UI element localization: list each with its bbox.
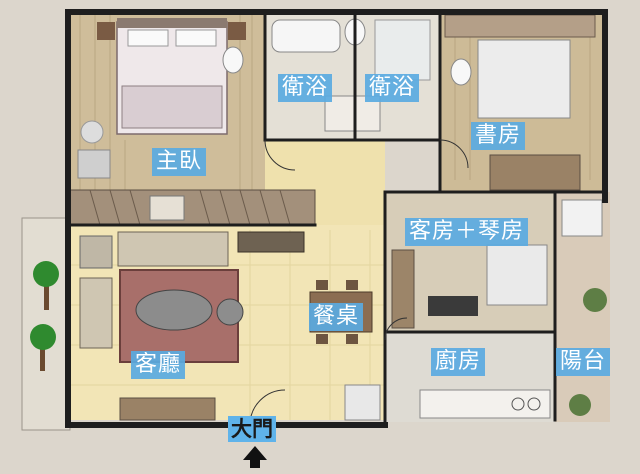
fridge [344,384,381,421]
main-door-label: 大門 [228,416,276,442]
bathtub [271,19,341,53]
side-table [216,298,244,326]
room-label-study: 書房 [471,122,526,150]
walls [65,9,608,428]
left-balcony-strip [21,217,71,431]
master-bed-blanket [121,85,223,129]
study-desk [489,154,581,191]
tv-cabinet [237,231,305,253]
room-label-living-room: 客廳 [131,351,186,379]
room-label-guest-piano-room: 客房＋琴房 [405,218,529,246]
lamp-table [79,235,113,269]
master-bed-pillow [175,29,217,47]
tree [30,324,56,371]
armchair [77,149,111,179]
dining-chair [316,280,328,290]
room-label-balcony: 陽台 [556,348,611,376]
entry-arrow-icon [243,446,267,468]
wood-grain [79,12,591,190]
stove-burner [511,397,525,411]
study-bed [477,39,571,119]
sofa-side [79,277,113,349]
kitchen-counter [419,389,551,419]
master-bed-pillow [127,29,169,47]
nightstand [228,22,246,40]
master-bed-headboard [117,18,227,28]
guest-bed [486,244,548,306]
stove-burner [527,397,541,411]
balcony-plant [569,394,591,416]
dining-chair [346,334,358,344]
wardrobe [69,189,316,226]
door-swings [249,139,469,426]
room-label-bath-right: 衛浴 [365,74,420,102]
sofa [117,231,229,267]
washer [561,199,603,237]
dining-chair [316,334,328,344]
shower-area [374,19,431,81]
tree [33,261,59,310]
toilet [222,46,244,74]
room-label-bath-left: 衛浴 [278,74,333,102]
study-shelf [444,14,596,38]
shoe-cabinet [119,397,216,421]
dresser-stool [149,195,185,221]
guest-wardrobe [391,249,415,329]
room-label-dining-table: 餐桌 [309,303,364,331]
room-label-kitchen: 廚房 [431,348,486,376]
balcony-plant [583,288,607,312]
room-label-master-bedroom: 主臥 [152,148,207,176]
dining-chair [346,280,358,290]
piano [428,296,478,316]
armchair [80,120,104,144]
coffee-table [135,289,213,331]
toilet [450,58,472,86]
nightstand [97,22,115,40]
